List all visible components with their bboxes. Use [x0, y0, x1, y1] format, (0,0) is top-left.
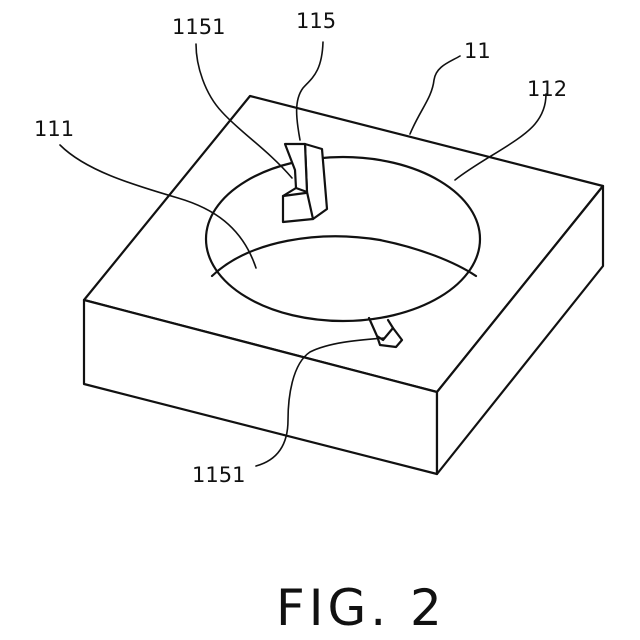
label-notch-upper: 1151 — [172, 15, 225, 39]
leader-block — [410, 56, 460, 134]
label-notch-tab: 115 — [296, 9, 336, 33]
label-block: 11 — [464, 39, 491, 63]
label-notch-lower: 1151 — [192, 463, 245, 487]
label-top-surface: 112 — [527, 77, 567, 101]
label-recess-bottom: 111 — [34, 117, 74, 141]
figure-caption: FIG. 2 — [276, 579, 446, 637]
